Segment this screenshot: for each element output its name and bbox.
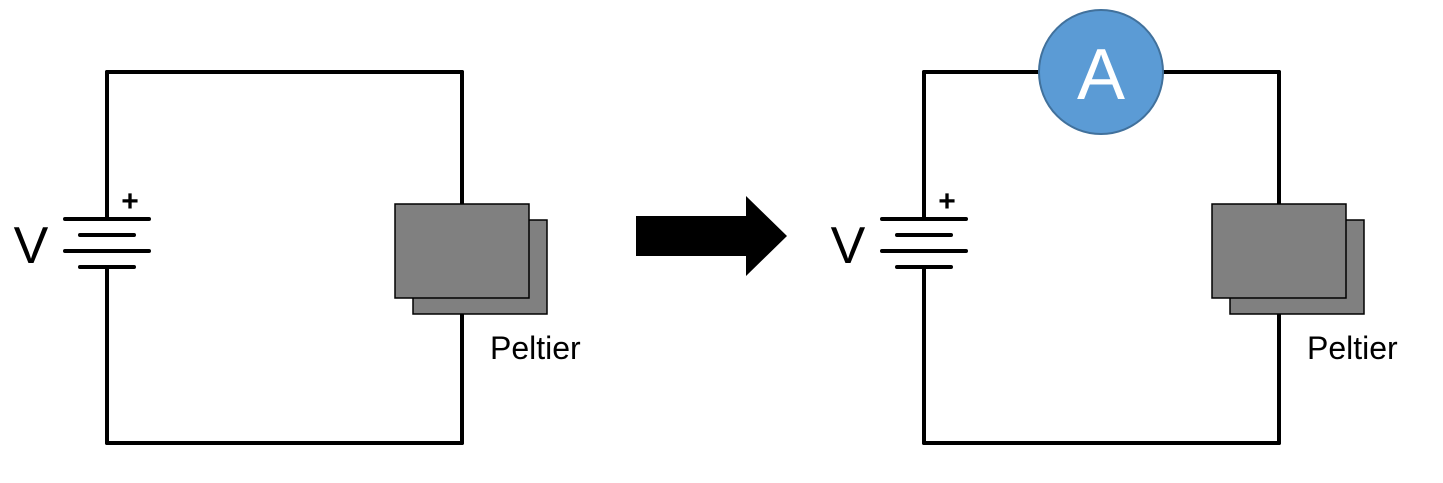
left-peltier-label: Peltier [490, 330, 581, 366]
right-battery-symbol [880, 217, 968, 269]
right-polarity-label: + [938, 185, 956, 218]
left-peltier-front-plate [394, 203, 530, 299]
ammeter: A [1038, 9, 1164, 135]
right-peltier-element [1211, 203, 1365, 315]
left-battery-symbol [63, 217, 151, 269]
left-polarity-label: + [121, 185, 139, 218]
ammeter-label: A [1077, 35, 1125, 115]
right-voltage-label: V [831, 217, 866, 275]
right-peltier-label: Peltier [1307, 330, 1398, 366]
right-peltier-front-plate [1211, 203, 1347, 299]
ammeter-circle [1038, 9, 1164, 135]
left-voltage-label: V [14, 217, 49, 275]
left-circuit: + V Peltier [14, 70, 581, 445]
right-arrow-icon [636, 196, 787, 276]
right-circuit: + V A Peltier [831, 9, 1398, 445]
left-peltier-element [394, 203, 548, 315]
